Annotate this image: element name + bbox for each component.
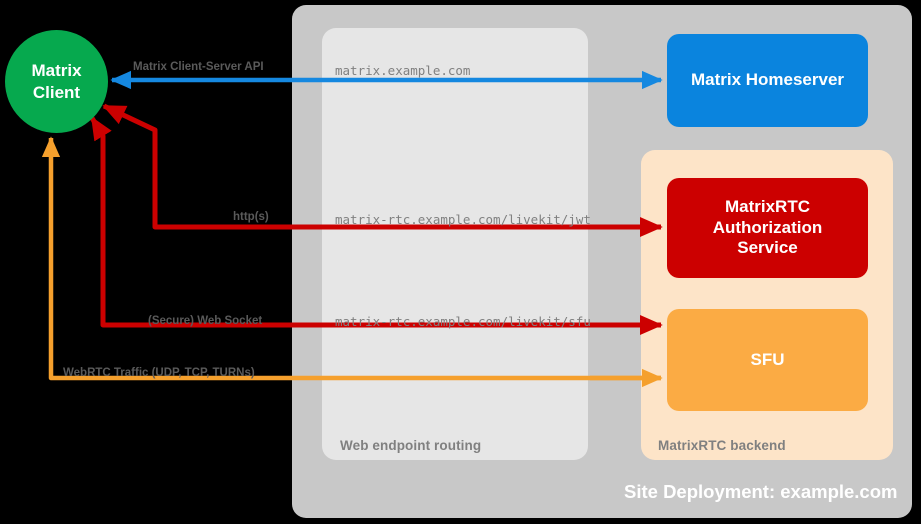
url-label-livekit-sfu: matrix-rtc.example.com/livekit/sfu bbox=[335, 314, 591, 329]
caption-web-endpoint-routing: Web endpoint routing bbox=[340, 438, 482, 453]
node-matrix-client[interactable]: Matrix Client bbox=[5, 30, 108, 133]
caption-site-deployment: Site Deployment: example.com bbox=[624, 481, 898, 502]
auth-service-label-line1: MatrixRTC bbox=[724, 196, 810, 216]
node-sfu[interactable]: SFU bbox=[667, 309, 868, 411]
edge-label-webrtc-traffic: WebRTC Traffic (UDP, TCP, TURNs) bbox=[63, 367, 255, 379]
node-matrix-homeserver[interactable]: Matrix Homeserver bbox=[667, 34, 868, 127]
edge-label-https: http(s) bbox=[233, 211, 269, 223]
matrix-client-label-line2: Client bbox=[32, 82, 81, 102]
web-endpoint-routing-container bbox=[322, 28, 588, 460]
url-label-matrix-example-com: matrix.example.com bbox=[335, 63, 471, 78]
sfu-label: SFU bbox=[750, 349, 785, 369]
auth-service-label-line3: Service bbox=[737, 238, 798, 258]
url-label-livekit-jwt: matrix-rtc.example.com/livekit/jwt bbox=[335, 212, 591, 227]
node-matrixrtc-authorization-service[interactable]: MatrixRTC Authorization Service bbox=[667, 178, 868, 278]
edge-label-secure-websocket: (Secure) Web Socket bbox=[148, 315, 263, 327]
caption-matrixrtc-backend: MatrixRTC backend bbox=[658, 438, 786, 453]
matrix-homeserver-label: Matrix Homeserver bbox=[690, 70, 845, 90]
edge-label-client-server-api: Matrix Client-Server API bbox=[133, 61, 264, 73]
auth-service-label-line2: Authorization bbox=[712, 217, 823, 237]
matrix-client-label-line1: Matrix bbox=[31, 61, 82, 81]
